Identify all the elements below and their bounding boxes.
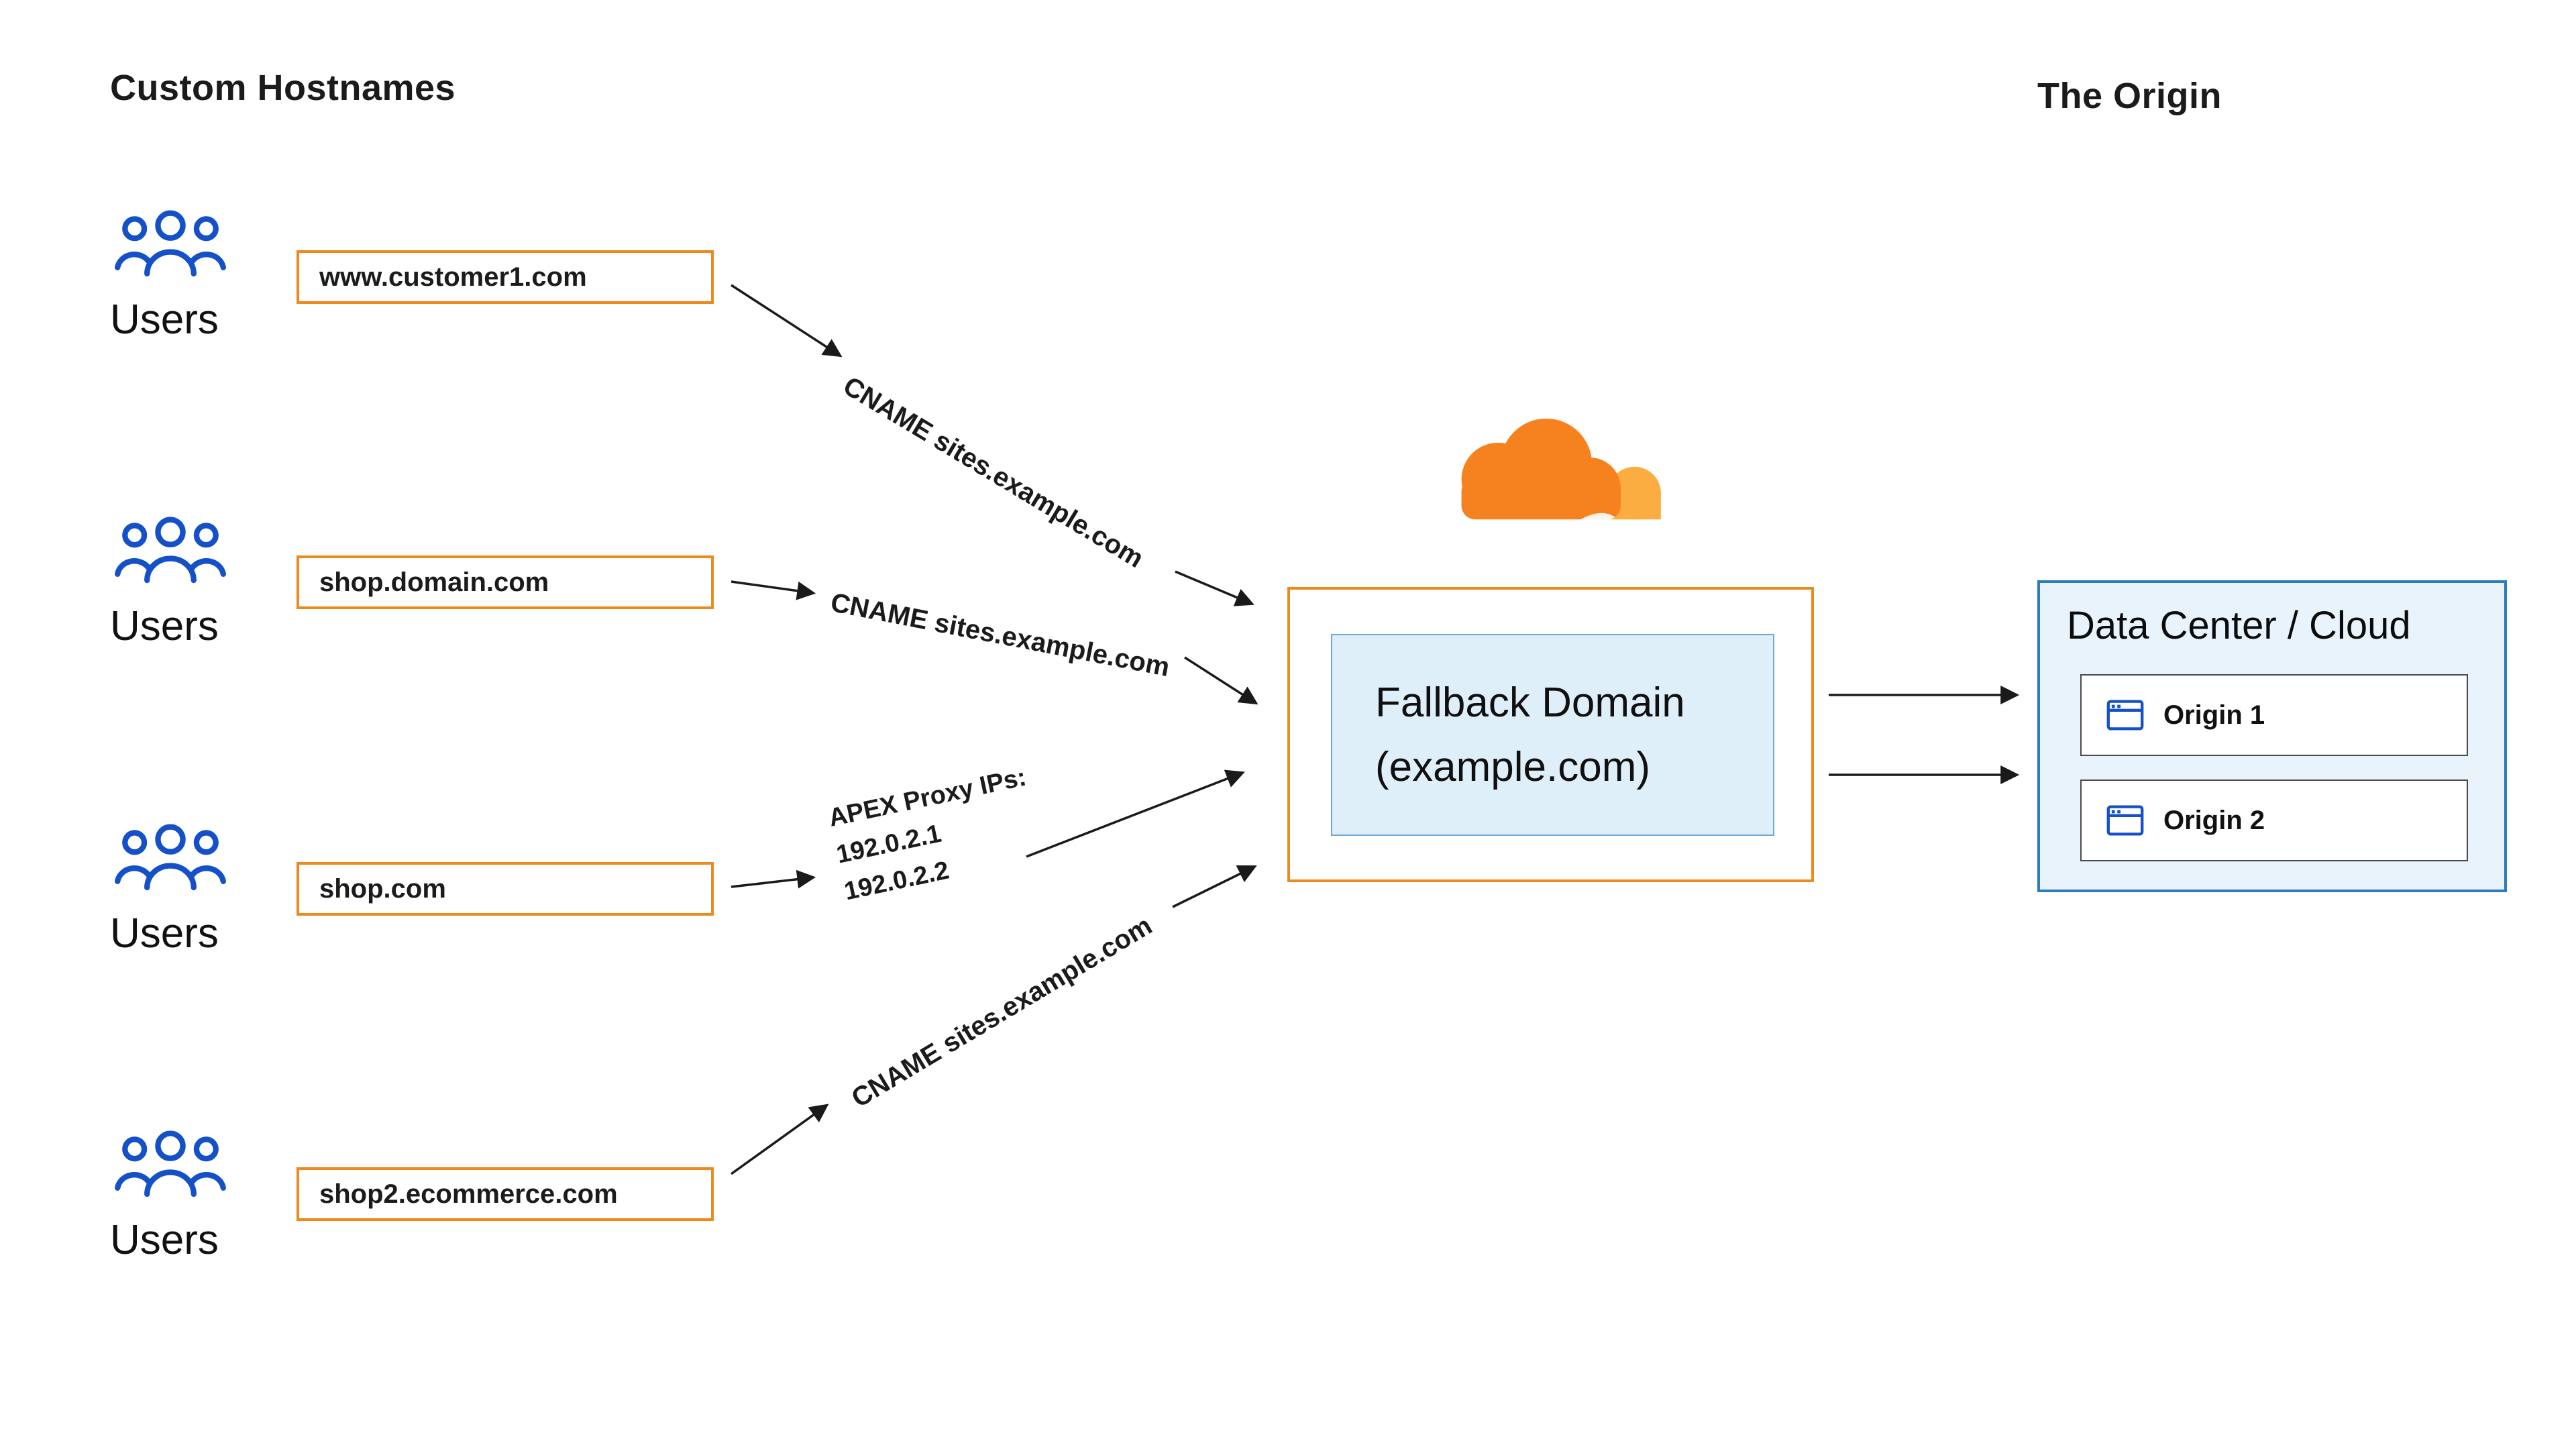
users-group-3: Users [110,824,311,957]
origin-1-box: Origin 1 [2080,674,2468,756]
data-center-panel: Data Center / Cloud Origin 1 Origin 2 [2037,580,2507,892]
users-icon [115,517,226,584]
origin-2-box: Origin 2 [2080,780,2468,861]
users-group-4: Users [110,1130,311,1264]
section-title-custom-hostnames: Custom Hostnames [110,68,456,108]
users-label: Users [110,297,219,343]
origin-1-label: Origin 1 [2163,700,2265,730]
fallback-domain-line2: (example.com) [1375,743,1650,790]
users-label: Users [110,1217,219,1263]
fallback-domain-outer-box: Fallback Domain (example.com) [1287,587,1814,882]
edge-label-cname-top: CNAME sites.example.com [838,371,1149,574]
hostname-box-shop: shop.com [297,862,714,916]
users-icon [115,1130,226,1197]
data-center-title: Data Center / Cloud [2067,604,2411,647]
edge-label-cname-mid: CNAME sites.example.com [828,588,1173,683]
fallback-domain-line1: Fallback Domain [1375,679,1685,726]
browser-window-icon [2106,805,2144,836]
fallback-domain-box: Fallback Domain (example.com) [1331,634,1774,836]
section-title-the-origin: The Origin [2037,76,2222,116]
users-icon [115,824,226,891]
users-label: Users [110,603,219,649]
cloudflare-logo-icon [1461,418,1661,523]
edge-label-apex-proxy-ips: APEX Proxy IPs: 192.0.2.1 192.0.2.2 [825,759,1045,911]
edge-label-cname-bottom: CNAME sites.example.com [847,910,1157,1114]
users-group-1: Users [110,210,311,343]
users-icon [115,210,226,277]
users-label: Users [110,910,219,957]
hostname-box-shop2-ecommerce: shop2.ecommerce.com [297,1167,714,1221]
hostname-box-shop-domain: shop.domain.com [297,555,714,609]
users-group-2: Users [110,517,311,650]
hostname-box-www-customer1: www.customer1.com [297,250,714,304]
browser-window-icon [2106,700,2144,731]
origin-2-label: Origin 2 [2163,805,2265,835]
